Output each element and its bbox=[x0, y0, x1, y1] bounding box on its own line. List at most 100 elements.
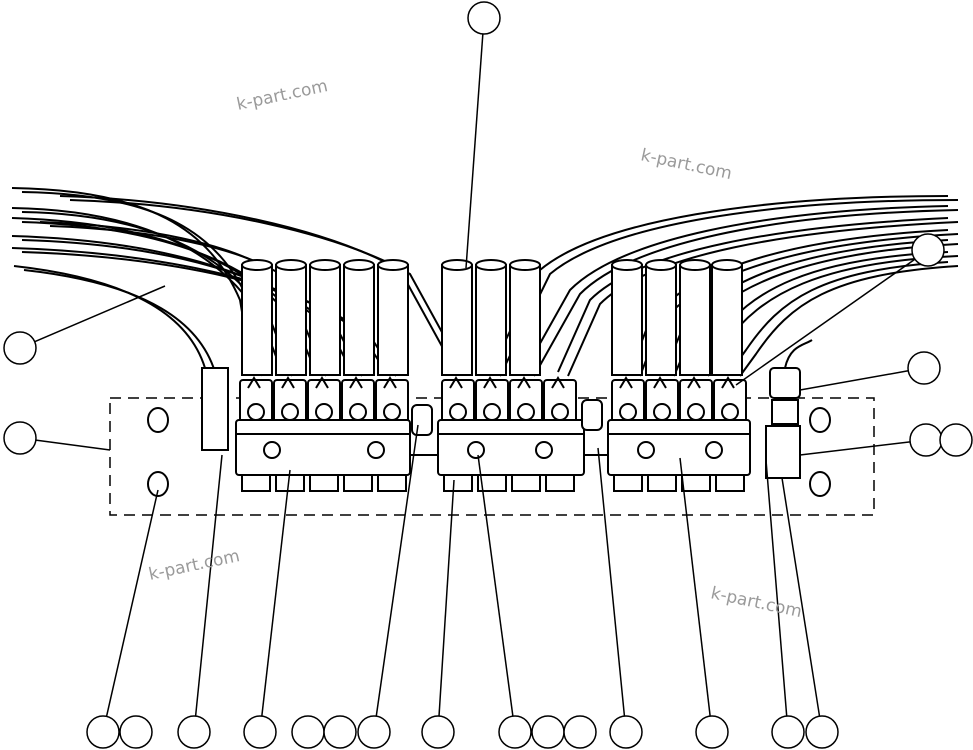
valve-fitting bbox=[483, 376, 497, 389]
manifold-blocks bbox=[235, 419, 751, 476]
callout-balloon bbox=[907, 351, 941, 385]
valve-cap bbox=[711, 264, 743, 376]
valve-cap bbox=[309, 264, 341, 376]
valve-bottom-port bbox=[309, 474, 339, 492]
valve-fitting bbox=[281, 376, 295, 389]
hose-line bbox=[523, 205, 949, 373]
callout-balloon bbox=[498, 715, 532, 749]
manifold-bolt bbox=[263, 441, 281, 459]
callout-balloon bbox=[909, 423, 943, 457]
valve-bottom-port bbox=[681, 474, 711, 492]
callout-balloon bbox=[3, 331, 37, 365]
hose-line bbox=[729, 261, 949, 373]
valve-bottom-port bbox=[511, 474, 541, 492]
leader-line bbox=[781, 477, 821, 717]
sensor-cable bbox=[784, 339, 813, 369]
leader-line bbox=[465, 33, 484, 269]
valve-bottom-port bbox=[613, 474, 643, 492]
leader-line bbox=[34, 285, 166, 343]
valve-fitting bbox=[349, 376, 363, 389]
hose-line bbox=[739, 265, 959, 377]
leader-line bbox=[375, 424, 419, 717]
pressure-sensor bbox=[769, 367, 801, 399]
callout-balloon bbox=[939, 423, 973, 457]
plug-fitting bbox=[809, 471, 831, 497]
valve-cap-top bbox=[475, 259, 507, 271]
manifold-bolt bbox=[467, 441, 485, 459]
valve-fitting bbox=[449, 376, 463, 389]
valve-cap-top bbox=[611, 259, 643, 271]
valve-fitting bbox=[721, 376, 735, 389]
plug-fitting bbox=[147, 471, 169, 497]
valve-bolt bbox=[383, 403, 401, 421]
leader-line bbox=[799, 441, 911, 456]
valve-cap bbox=[475, 264, 507, 376]
valve-bolt bbox=[247, 403, 265, 421]
watermark-text: k-part.com bbox=[709, 583, 804, 622]
valve-bolt bbox=[619, 403, 637, 421]
valve-bolt bbox=[653, 403, 671, 421]
valve-cap-top bbox=[645, 259, 677, 271]
hose-line bbox=[13, 265, 206, 369]
valve-cap bbox=[343, 264, 375, 376]
hose-line bbox=[23, 269, 216, 373]
valve-bottom-port bbox=[377, 474, 407, 492]
leader-line bbox=[438, 479, 455, 717]
valve-bolt bbox=[721, 403, 739, 421]
valve-cap bbox=[441, 264, 473, 376]
valve-cap-top bbox=[241, 259, 273, 271]
valve-cap bbox=[275, 264, 307, 376]
valve-bolt bbox=[315, 403, 333, 421]
callout-leaders bbox=[34, 33, 916, 717]
valve-cap bbox=[509, 264, 541, 376]
leader-line bbox=[477, 454, 514, 717]
manifold-bolt bbox=[637, 441, 655, 459]
callout-balloon bbox=[911, 233, 945, 267]
manifold-bolt bbox=[705, 441, 723, 459]
valve-fitting bbox=[315, 376, 329, 389]
callout-balloon bbox=[609, 715, 643, 749]
valve-bottom-port bbox=[275, 474, 305, 492]
valve-cap-top bbox=[275, 259, 307, 271]
hose-line bbox=[557, 217, 949, 373]
valve-bottom-port bbox=[647, 474, 677, 492]
valve-cap bbox=[679, 264, 711, 376]
callout-balloon bbox=[805, 715, 839, 749]
valve-fitting bbox=[247, 376, 261, 389]
callout-balloons bbox=[3, 1, 973, 749]
leader-line bbox=[35, 439, 111, 451]
valve-cap-top bbox=[509, 259, 541, 271]
valve-fitting bbox=[687, 376, 701, 389]
callout-balloon bbox=[177, 715, 211, 749]
valve-cap-top bbox=[711, 259, 743, 271]
valve-fitting bbox=[383, 376, 397, 389]
hose-line bbox=[11, 247, 387, 373]
callout-balloon bbox=[323, 715, 357, 749]
valve-bottom-port bbox=[715, 474, 745, 492]
hose-line bbox=[499, 199, 959, 377]
hose-line bbox=[489, 195, 949, 373]
valve-cap-top bbox=[309, 259, 341, 271]
fittings bbox=[147, 339, 831, 497]
tee-fitting bbox=[765, 425, 801, 479]
leader-line bbox=[735, 258, 916, 386]
valve-cap-top bbox=[441, 259, 473, 271]
manifold-block bbox=[607, 419, 751, 476]
valve-fitting bbox=[517, 376, 531, 389]
manifold-bolt bbox=[535, 441, 553, 459]
watermark-text: k-part.com bbox=[639, 145, 734, 184]
watermark-text: k-part.com bbox=[147, 546, 242, 585]
leader-line bbox=[765, 459, 788, 717]
valve-bolt bbox=[349, 403, 367, 421]
callout-balloon bbox=[563, 715, 597, 749]
valve-bolt bbox=[449, 403, 467, 421]
valve-fitting bbox=[619, 376, 633, 389]
leader-line bbox=[105, 489, 159, 717]
plug-fitting bbox=[411, 404, 433, 436]
hose-end-fitting bbox=[201, 367, 229, 451]
callout-balloon bbox=[695, 715, 729, 749]
hose-line bbox=[629, 229, 949, 373]
callout-balloon bbox=[3, 421, 37, 455]
valve-bolt bbox=[551, 403, 569, 421]
